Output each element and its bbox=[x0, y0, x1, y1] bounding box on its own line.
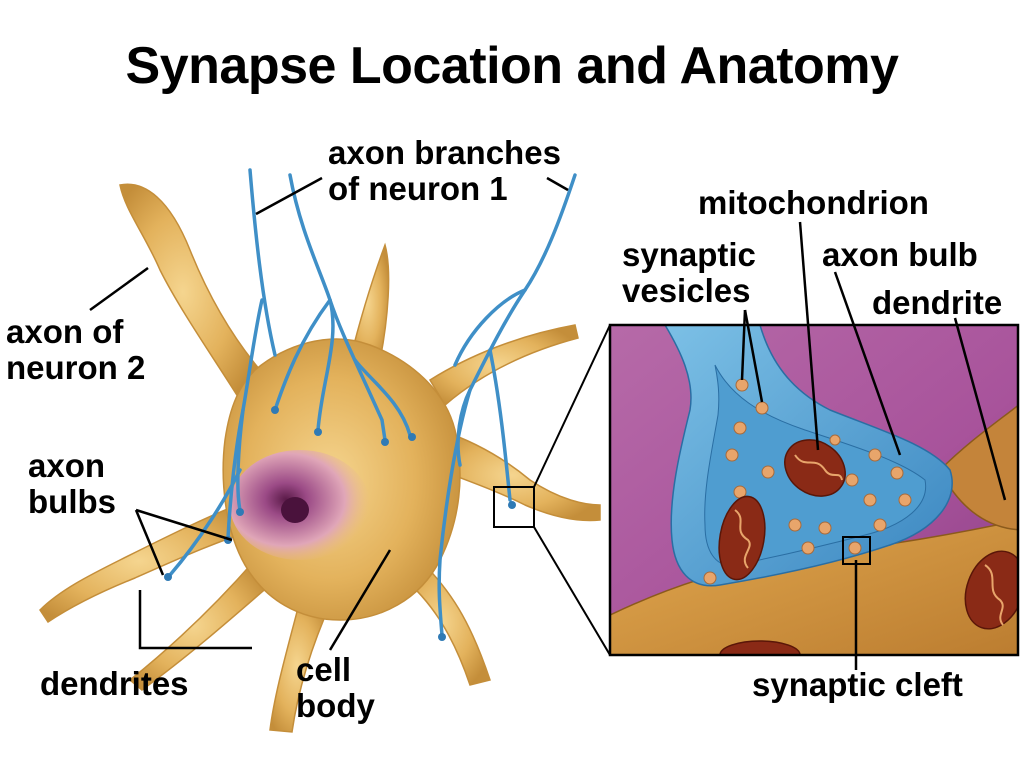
label-cell-body: cell body bbox=[296, 652, 375, 724]
label-synaptic-vesicles-line-2: vesicles bbox=[622, 272, 751, 309]
label-axon-branches-line-2: of neuron 1 bbox=[328, 170, 508, 207]
label-axon-branches-of-neuron-1: axon branches of neuron 1 bbox=[328, 135, 561, 207]
dendrite-right bbox=[439, 428, 601, 522]
mitochondrion-shapes bbox=[718, 439, 1018, 655]
label-cell-body-line-2: body bbox=[296, 687, 375, 724]
dendrite-bottom bbox=[269, 599, 332, 733]
leader-lines bbox=[89, 176, 1007, 670]
inset-frame bbox=[608, 323, 1020, 657]
label-synaptic-vesicles: synaptic vesicles bbox=[622, 237, 756, 309]
synaptic-vesicle-dots bbox=[703, 378, 912, 585]
label-axon-of-neuron-2-line-1: axon of bbox=[6, 313, 124, 350]
label-dendrite: dendrite bbox=[872, 284, 1003, 321]
label-axon-bulbs-line-1: axon bbox=[28, 447, 106, 484]
page-title: Synapse Location and Anatomy bbox=[125, 37, 899, 95]
neuron-2-cell bbox=[39, 183, 601, 733]
label-axon-of-neuron-2-line-2: neuron 2 bbox=[6, 349, 146, 386]
label-axon-branches-line-1: axon branches bbox=[328, 134, 561, 171]
label-mitochondrion: mitochondrion bbox=[698, 184, 929, 221]
label-dendrites: dendrites bbox=[40, 665, 189, 702]
dendrite-lower-right bbox=[398, 559, 491, 686]
label-axon-bulbs-line-2: bulbs bbox=[28, 483, 116, 520]
label-synaptic-vesicles-line-1: synaptic bbox=[622, 236, 756, 273]
label-axon-bulbs: axon bulbs bbox=[28, 448, 116, 520]
inset-dendrite-right bbox=[939, 404, 1018, 531]
nucleolus bbox=[281, 497, 309, 523]
label-axon-of-neuron-2: axon of neuron 2 bbox=[6, 314, 145, 386]
dendrite-left-lower bbox=[128, 558, 271, 691]
zoom-indicator bbox=[493, 324, 611, 656]
axon-bulb-dots bbox=[164, 406, 516, 641]
label-cell-body-line-1: cell bbox=[296, 651, 352, 688]
label-axon-bulb: axon bulb bbox=[822, 236, 978, 273]
dendrite-upper-right bbox=[428, 324, 579, 407]
label-synaptic-cleft: synaptic cleft bbox=[752, 666, 963, 703]
synapse-inset bbox=[608, 323, 1020, 657]
axon-branches-neuron-1 bbox=[168, 168, 577, 637]
